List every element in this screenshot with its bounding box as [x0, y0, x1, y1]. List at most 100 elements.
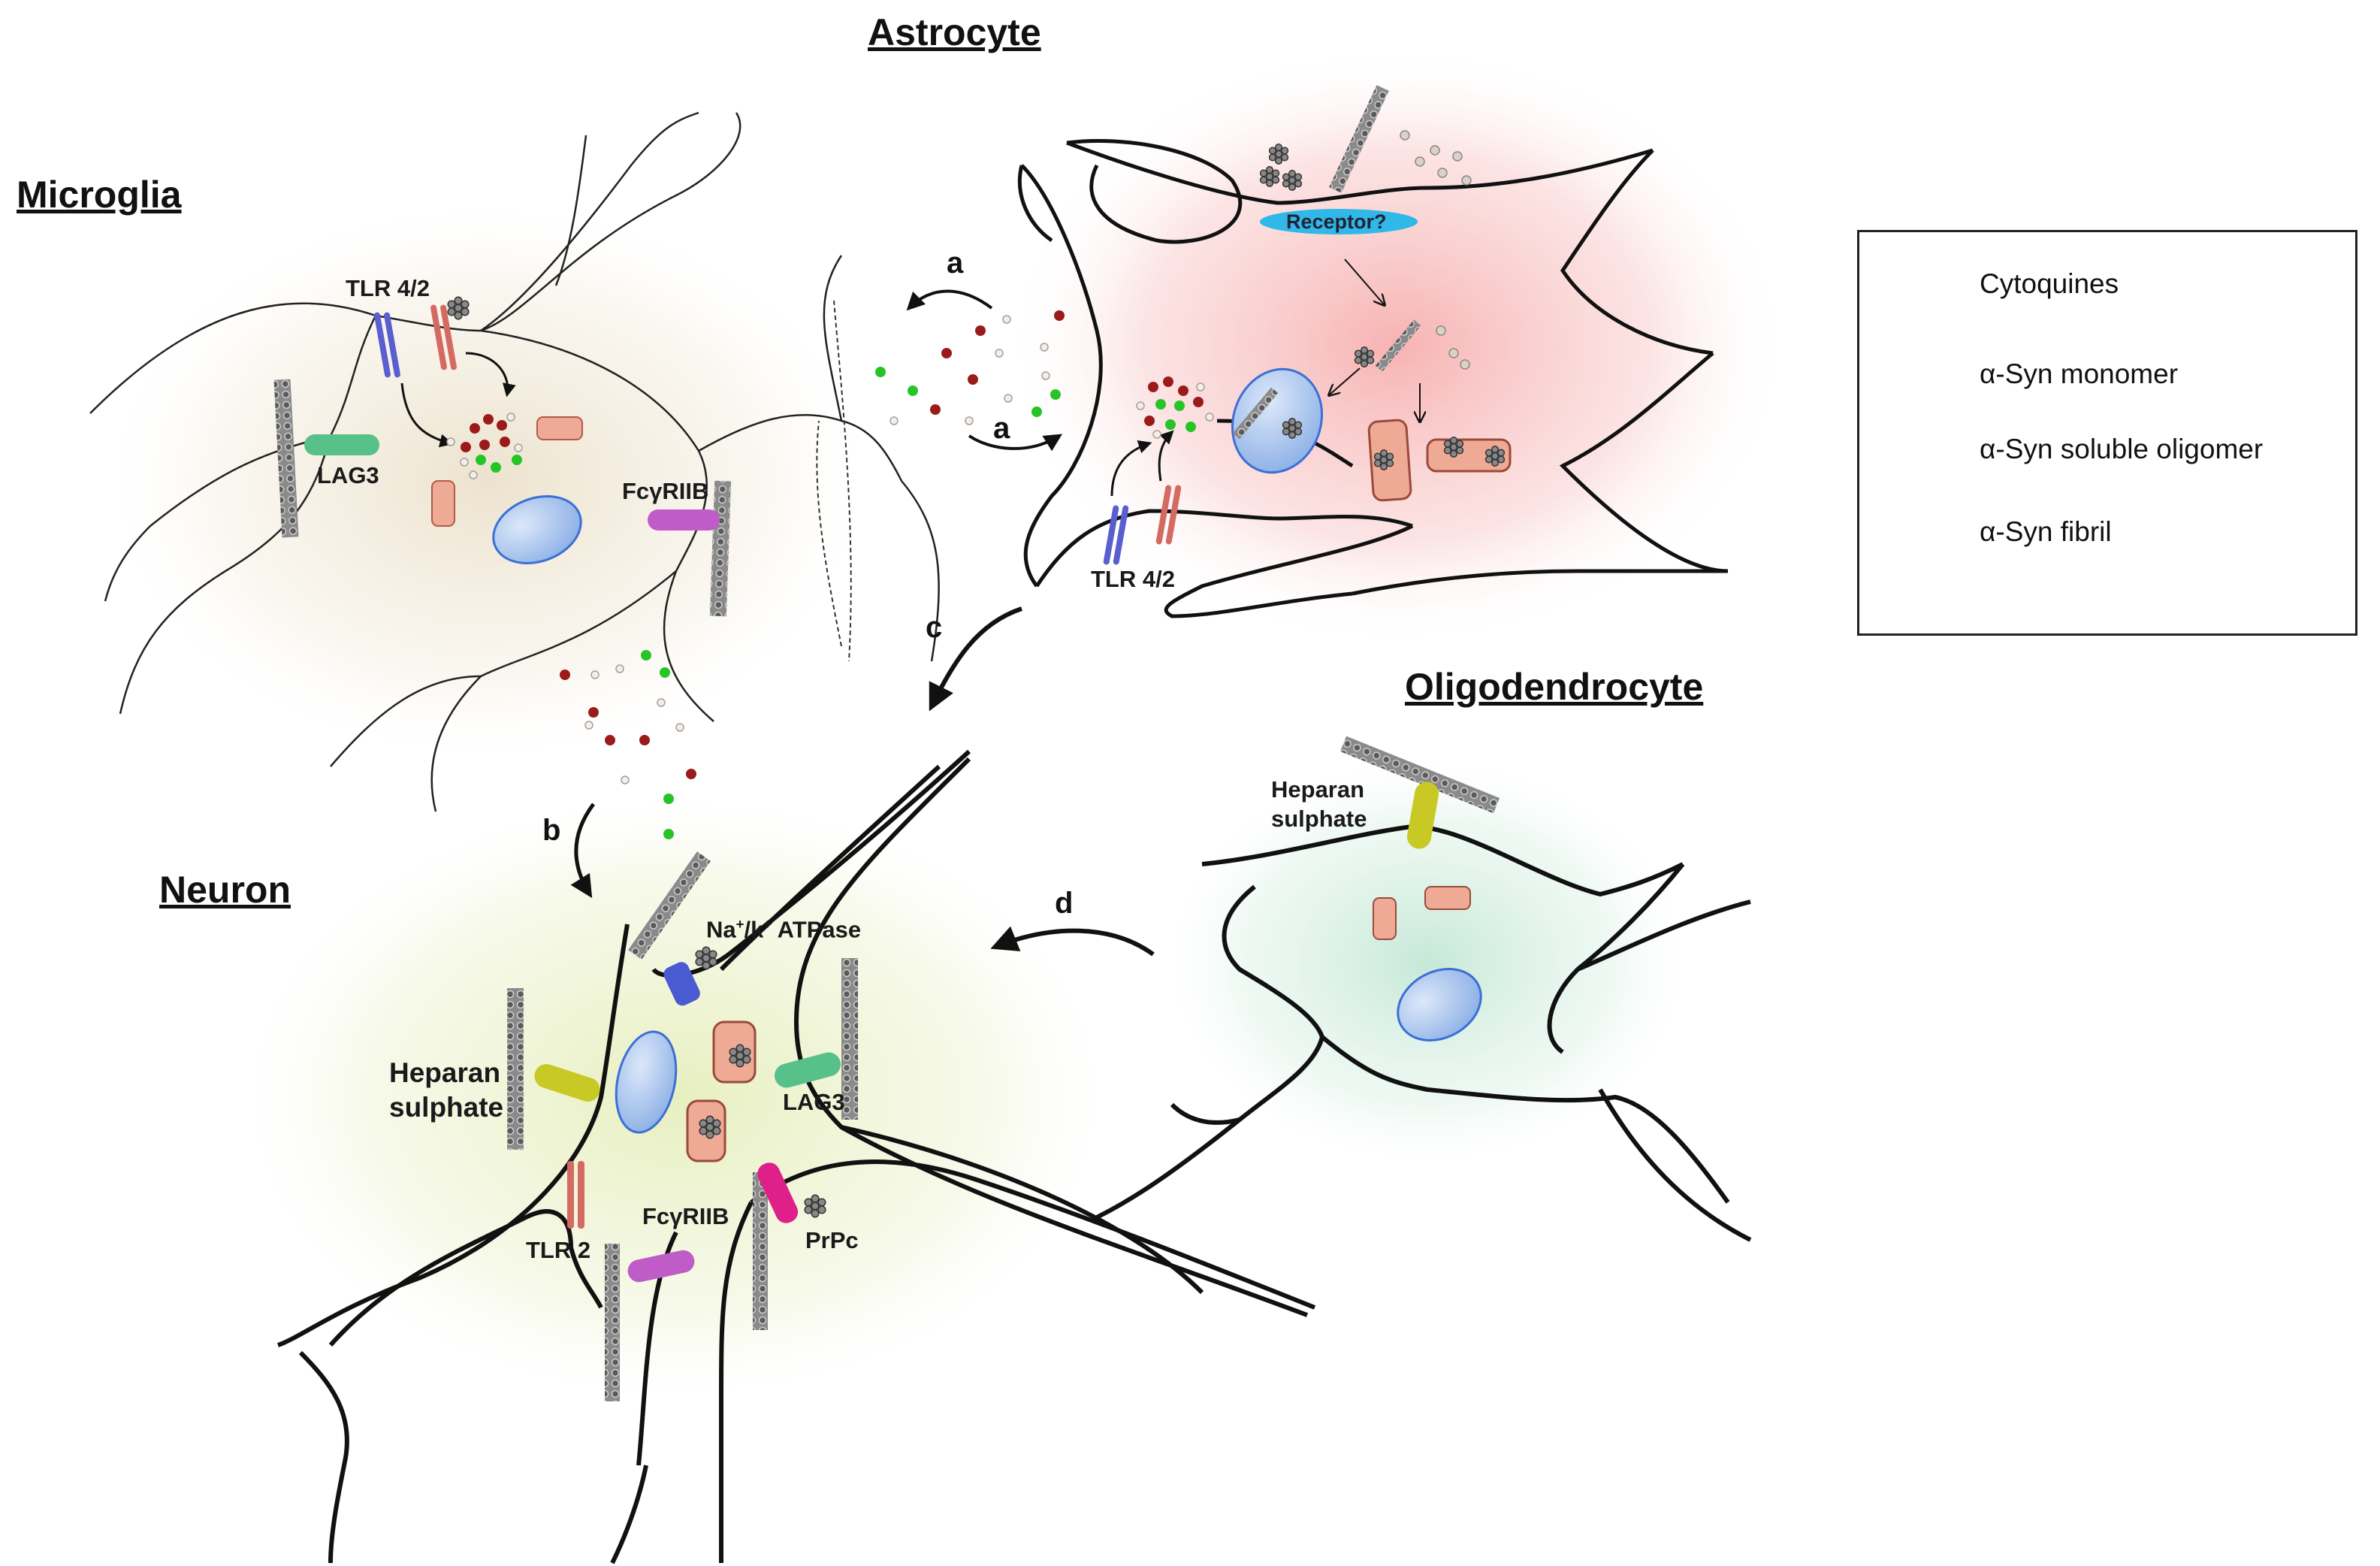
pathway-b-label: b — [542, 814, 561, 847]
microglia-tlr-label: TLR 4/2 — [346, 275, 430, 301]
astrocyte-cytokine-intra-monomer — [1152, 430, 1161, 439]
oligodendrocyte-title: Oligodendrocyte — [1405, 666, 1704, 708]
neuron-cytokine-red — [686, 769, 696, 779]
astrocyte-cytokine-extra-monomer — [889, 416, 899, 425]
neuron-atpase-receptor — [663, 962, 700, 1006]
microglia-cytokine-monomer — [460, 458, 469, 467]
astrocyte-monomer — [1430, 145, 1440, 156]
pathway-c-arrow — [929, 606, 1022, 712]
astrocyte-monomer — [1436, 325, 1446, 336]
neuron-fibril — [841, 958, 858, 1120]
neuron-cytokine-red — [588, 707, 599, 718]
neuron-cytokine-green — [660, 667, 670, 678]
oligodendrocyte-cell — [1095, 824, 1752, 1242]
astrocyte-cytokine-extra-monomer — [1002, 315, 1011, 324]
process-lines-dashed — [816, 300, 852, 662]
astrocyte-oligomer — [1484, 446, 1506, 467]
neuron-lag3-receptor — [774, 1052, 841, 1088]
legend-monomer: α-Syn monomer — [1980, 358, 2179, 389]
pathway-d-arrow — [990, 926, 1155, 957]
astrocyte-cytokine-extra-monomer — [1004, 394, 1013, 403]
astrocyte-monomer — [1460, 359, 1470, 370]
microglia-cytokine-monomer — [446, 437, 455, 446]
microglia-mitochondrion — [431, 480, 455, 527]
astrocyte-cytokine-intra-red — [1144, 416, 1155, 426]
astrocyte-oligomer — [1282, 418, 1303, 439]
neuron-heparan-line-2: sulphate — [389, 1092, 504, 1123]
astrocyte-cytokine-extra-red — [968, 374, 978, 385]
astrocyte-monomer — [1452, 151, 1463, 162]
neuron-fibril — [507, 988, 524, 1150]
microglia-fibril — [273, 379, 299, 538]
neuron-heparan-receptor — [534, 1064, 600, 1102]
oligodendrocyte-glow — [1157, 751, 1698, 1172]
neuron-cytokine-monomer — [590, 670, 600, 679]
neuron-oligomer — [699, 1115, 721, 1139]
astrocyte-cytokine-extra-red — [975, 325, 986, 336]
astrocyte-oligomer — [1354, 346, 1375, 367]
legend-cytokines: Cytoquines — [1980, 268, 2119, 299]
astrocyte-cytokine-intra-monomer — [1205, 413, 1214, 422]
atpase-sup-1: + — [735, 916, 745, 932]
neuron-cytokine-green — [663, 829, 674, 839]
microglia-cytokine-green — [491, 462, 501, 473]
legend: Cytoquines α-Syn monomer α-Syn soluble o… — [1857, 230, 2357, 636]
microglia-lag3-receptor — [304, 434, 379, 455]
microglia-signal-arrow — [400, 382, 454, 448]
oligodendrocyte-fibril — [1340, 736, 1500, 814]
astrocyte-oligomer — [1282, 170, 1303, 191]
neuron-fcgr-label: FcγRIIB — [642, 1203, 729, 1229]
astrocyte-cytokine-intra-green — [1185, 422, 1196, 432]
atpase-sup-2: + — [763, 916, 772, 932]
astrocyte-cytokine-extra-monomer — [1040, 343, 1049, 352]
neuron-cytokine-red — [639, 735, 650, 745]
microglia-cytokine-green — [476, 455, 486, 465]
astrocyte-oligomer — [1443, 437, 1464, 458]
neuron-cytokine-monomer — [621, 775, 630, 785]
neuron-prpc-label: PrPc — [805, 1227, 859, 1253]
neuron-tlr2-label: TLR 2 — [526, 1237, 591, 1263]
oligodendrocyte-nucleus — [1397, 968, 1482, 1041]
astrocyte-fibril-internal — [1375, 319, 1421, 372]
astrocyte-cytokine-extra-red — [941, 348, 952, 358]
astrocyte-tlr-label: TLR 4/2 — [1091, 566, 1175, 592]
neuron-oligomer — [729, 1044, 751, 1068]
microglia-cytokine-monomer — [506, 413, 515, 422]
atpase-k: /k — [744, 916, 764, 943]
astrocyte-nucleus — [1231, 367, 1324, 474]
microglia-signal-arrow — [465, 352, 516, 398]
neuron-tlr2-receptor — [567, 1161, 584, 1229]
microglia-title: Microglia — [17, 174, 182, 216]
neuron-prpc-receptor — [757, 1162, 799, 1223]
oligodendrocyte-heparan-label: Heparan sulphate — [1271, 775, 1367, 834]
oligo-heparan-line-1: Heparan — [1271, 776, 1365, 803]
astrocyte-cytokine-intra-red — [1178, 385, 1188, 396]
neuron-nucleus — [615, 1030, 678, 1134]
astrocyte-oligomer — [1268, 144, 1289, 165]
oligodendrocyte-heparan-receptor — [1406, 781, 1439, 849]
astrocyte-cytokine-extra-green — [1031, 407, 1042, 417]
microglia-cytokine-monomer — [469, 470, 478, 479]
neuron-cytokine-red — [605, 735, 615, 745]
astrocyte-cytokine-intra-red — [1193, 397, 1204, 407]
neuron-fibril — [628, 851, 711, 960]
astrocyte-oligomer — [1259, 166, 1280, 187]
neuron-cytokine-monomer — [615, 664, 624, 673]
pathway-c-label: c — [926, 611, 943, 644]
astrocyte-cytokine-extra-green — [1050, 389, 1061, 400]
neuron-title: Neuron — [159, 869, 291, 911]
astrocyte-monomer — [1448, 348, 1459, 358]
microglia-tlr-receptor — [374, 304, 457, 378]
pathway-a-label-top: a — [947, 246, 964, 280]
pathway-a-arrow-bottom — [968, 434, 1063, 452]
astrocyte-cytokine-extra-red — [930, 404, 941, 415]
microglia-cytokine-red — [483, 414, 494, 425]
neuron-cytokine-monomer — [657, 698, 666, 707]
astrocyte-signal-arrow — [1158, 430, 1174, 482]
astrocyte-cytokine-intra-red — [1148, 382, 1158, 392]
astrocyte-cytokine-extra-red — [1054, 310, 1065, 321]
astrocyte-receptor-label: Receptor? — [1286, 210, 1387, 233]
microglia-nucleus — [492, 495, 582, 564]
microglia-cytokine-red — [479, 440, 490, 450]
